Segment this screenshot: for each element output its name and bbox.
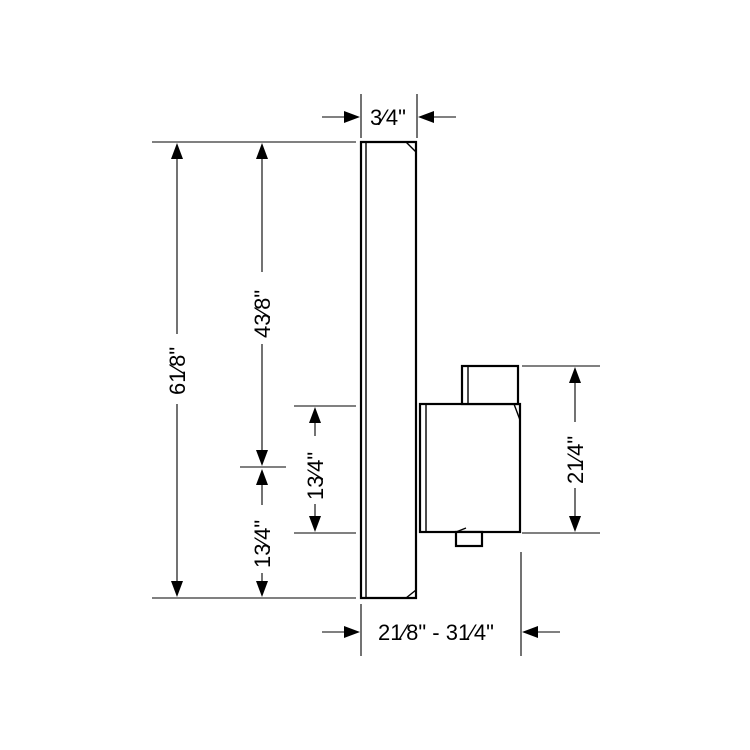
arrowhead <box>256 450 268 466</box>
label-total-height: 61⁄8" <box>165 347 190 395</box>
arrowhead <box>309 407 321 423</box>
arrowhead <box>344 626 360 638</box>
dimension-valve-offset: 13⁄4" <box>302 407 328 532</box>
label-valve-offset: 13⁄4" <box>303 452 328 500</box>
label-valve-height: 21⁄4" <box>563 436 588 484</box>
dimension-lower-height: 13⁄4" <box>249 469 275 597</box>
arrowhead <box>522 626 538 638</box>
arrowhead <box>256 581 268 597</box>
valve-body <box>418 402 522 534</box>
arrowhead <box>418 111 434 123</box>
label-upper-height: 43⁄8" <box>250 290 275 338</box>
dimension-total-height: 61⁄8" <box>164 143 190 597</box>
valve-bottom-stub <box>454 527 484 548</box>
arrowhead <box>569 516 581 532</box>
valve-top-stem <box>460 364 520 406</box>
label-projection-range: 21⁄8" - 31⁄4" <box>378 620 494 645</box>
dimension-upper-height: 43⁄8" <box>249 143 275 466</box>
arrowhead <box>344 111 360 123</box>
dimension-projection-range: 21⁄8" - 31⁄4" <box>322 620 560 645</box>
arrowhead <box>256 143 268 159</box>
arrowhead <box>256 469 268 485</box>
dimension-depth-top: 3⁄4" <box>322 105 456 130</box>
arrowhead <box>309 516 321 532</box>
arrowhead <box>171 581 183 597</box>
label-depth-top: 3⁄4" <box>370 105 406 130</box>
extension-lines <box>152 94 600 656</box>
arrowhead <box>569 367 581 383</box>
trim-plate <box>359 140 418 600</box>
dimension-valve-height: 21⁄4" <box>562 367 588 532</box>
arrowhead <box>171 143 183 159</box>
label-lower-height: 13⁄4" <box>250 520 275 568</box>
